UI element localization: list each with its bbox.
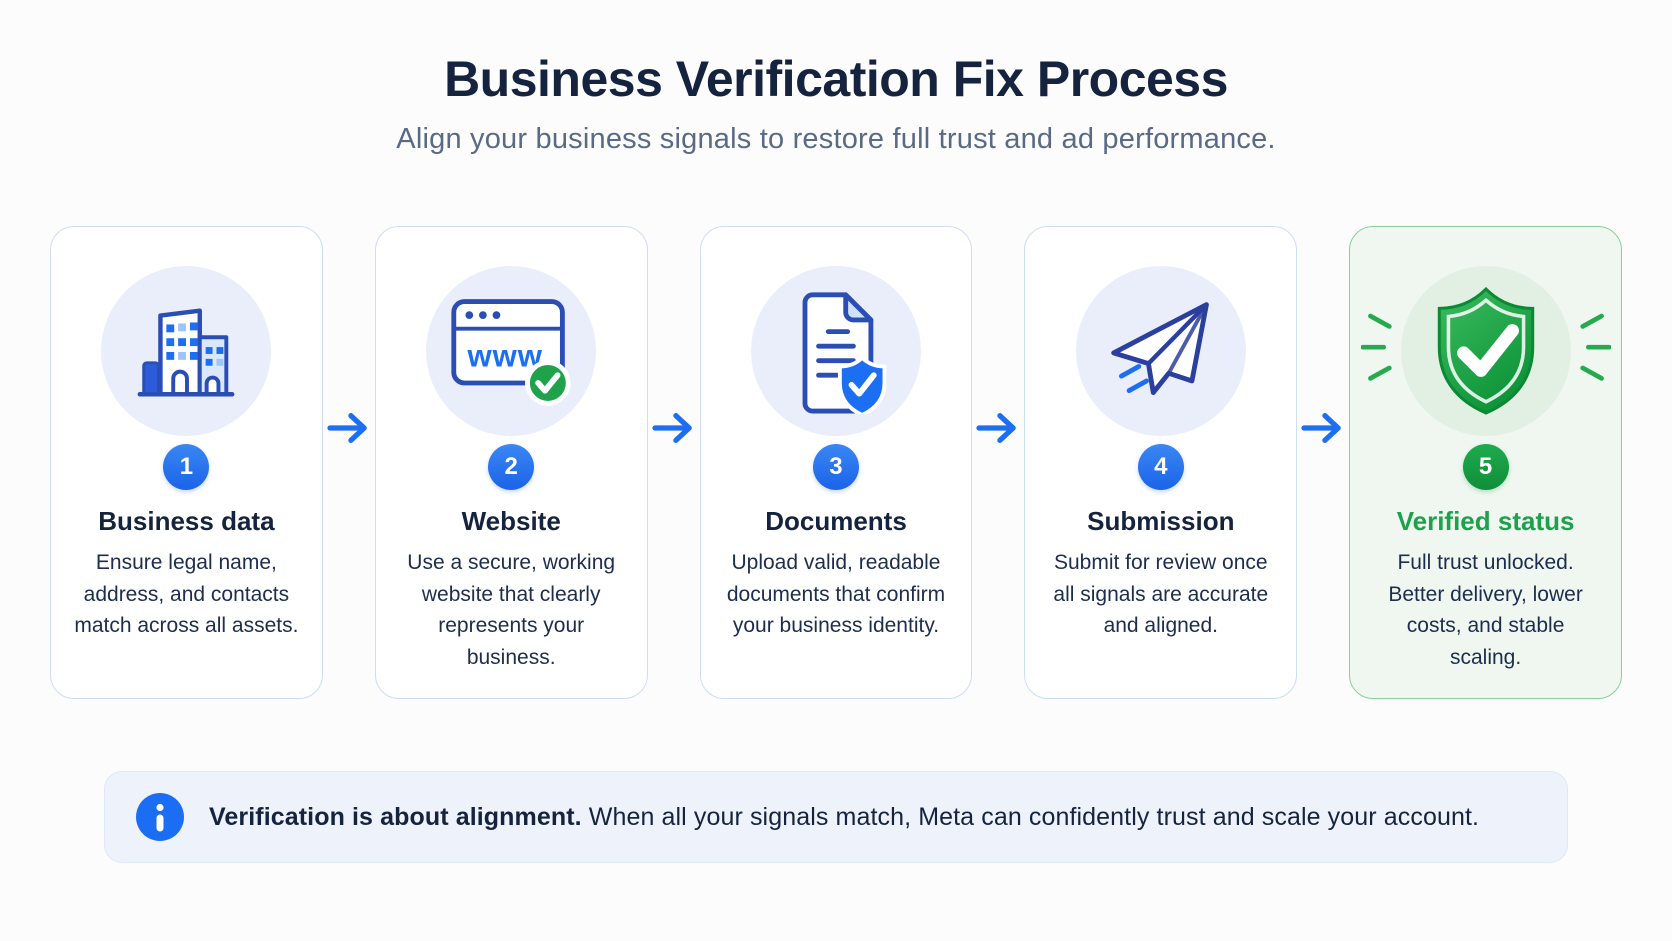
step-title: Business data bbox=[98, 506, 275, 536]
step-description: Submit for review once all signals are a… bbox=[1053, 551, 1269, 637]
page-title: Business Verification Fix Process bbox=[444, 51, 1228, 107]
step-number: 1 bbox=[179, 453, 194, 480]
paper-plane-icon bbox=[1110, 302, 1209, 395]
flow-arrow-icon bbox=[1297, 226, 1349, 699]
step-number: 3 bbox=[829, 453, 843, 480]
info-icon bbox=[136, 793, 184, 841]
step-title: Verified status bbox=[1396, 506, 1575, 536]
step-number-badge: 3 bbox=[812, 444, 859, 490]
banner-bold-text: Verification is about alignment. bbox=[209, 802, 582, 831]
flow-arrow-icon bbox=[323, 226, 375, 699]
check-badge-icon bbox=[525, 360, 571, 406]
step-icon-circle bbox=[750, 266, 921, 436]
step-description: Use a secure, working website that clear… bbox=[407, 551, 616, 669]
step-number-badge: 4 bbox=[1137, 444, 1184, 490]
step-description: Ensure legal name, address, and contacts… bbox=[74, 551, 299, 637]
process-row: 1 Business data Ensure legal name, addre… bbox=[50, 226, 1622, 699]
info-banner: Verification is about alignment. When al… bbox=[104, 771, 1568, 863]
banner-text: Verification is about alignment. When al… bbox=[209, 803, 1479, 832]
step-number: 2 bbox=[504, 453, 518, 480]
step-number-badge: 2 bbox=[488, 444, 535, 490]
burst-rays-left-icon bbox=[1360, 313, 1392, 381]
www-label: www bbox=[467, 339, 543, 374]
step-description: Full trust unlocked. Better delivery, lo… bbox=[1388, 551, 1583, 669]
flow-arrow-icon bbox=[648, 226, 700, 699]
burst-rays-right-icon bbox=[1579, 313, 1611, 381]
step-icon-circle bbox=[1075, 266, 1246, 436]
step-card-verified-status: 5 Verified status Full trust unlocked. B… bbox=[1349, 226, 1622, 699]
step-card-business-data: 1 Business data Ensure legal name, addre… bbox=[50, 226, 323, 699]
step-number: 5 bbox=[1478, 453, 1493, 480]
step-number-badge: 1 bbox=[163, 444, 210, 490]
banner-rest-text: When all your signals match, Meta can co… bbox=[581, 802, 1480, 831]
building-icon bbox=[137, 308, 235, 397]
page-header: Business Verification Fix Process Align … bbox=[50, 52, 1622, 156]
step-icon-circle bbox=[1360, 266, 1611, 436]
step-card-submission: 4 Submission Submit for review once all … bbox=[1024, 226, 1298, 699]
shield-check-icon bbox=[1437, 286, 1534, 415]
step-icon-circle: www bbox=[426, 266, 597, 436]
flow-arrow-icon bbox=[972, 226, 1024, 699]
step-card-website: www 2 Website Use a secure, working webs… bbox=[374, 226, 648, 699]
speed-lines bbox=[1118, 364, 1149, 394]
step-title: Documents bbox=[765, 506, 907, 536]
step-card-documents: 3 Documents Upload valid, readable docum… bbox=[699, 226, 973, 699]
step-description: Upload valid, readable documents that co… bbox=[726, 551, 946, 637]
document-shield-icon bbox=[802, 292, 887, 414]
step-title: Website bbox=[461, 506, 561, 536]
browser-www-icon: www bbox=[451, 299, 571, 406]
step-number: 4 bbox=[1154, 453, 1168, 480]
step-title: Submission bbox=[1087, 506, 1235, 536]
step-number-badge: 5 bbox=[1462, 444, 1509, 490]
page-subtitle: Align your business signals to restore f… bbox=[396, 123, 1276, 155]
shield-badge-icon bbox=[837, 355, 887, 414]
step-icon-circle bbox=[101, 266, 272, 436]
